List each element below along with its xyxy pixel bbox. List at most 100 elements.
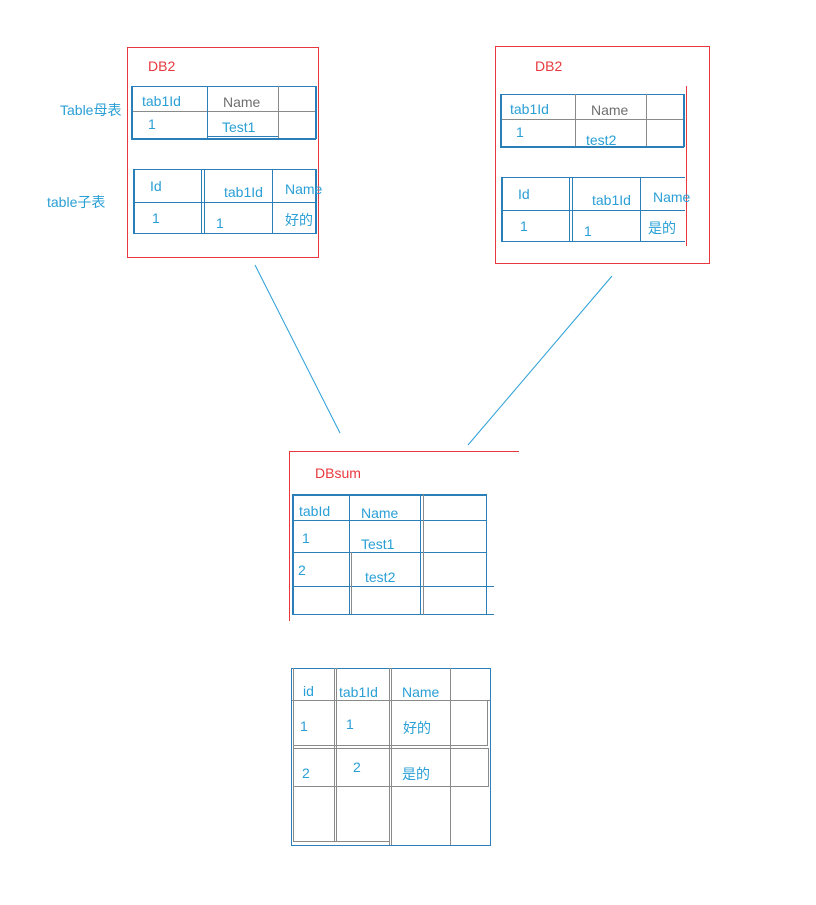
data-cell: test2	[586, 132, 617, 148]
header-cell: tab1Id	[339, 684, 378, 700]
grid-line	[351, 552, 352, 614]
grid-line	[201, 169, 202, 234]
grid-line	[131, 138, 316, 140]
header-cell: id	[303, 683, 314, 699]
data-cell: 是的	[648, 220, 676, 236]
left-db-container	[127, 47, 319, 258]
data-cell: 1	[148, 116, 156, 132]
header-cell: Name	[402, 684, 440, 700]
header-cell: tabId	[299, 503, 331, 519]
header-cell: Name	[223, 94, 261, 110]
data-cell: Test1	[361, 536, 395, 552]
grid-line	[315, 169, 317, 234]
grid-line	[133, 202, 316, 203]
grid-line	[131, 86, 316, 87]
grid-line	[207, 86, 208, 138]
grid-line	[133, 169, 316, 170]
grid-line	[278, 86, 279, 138]
data-cell: 2	[353, 759, 361, 775]
grid-line	[391, 668, 392, 845]
grid-line	[292, 520, 487, 521]
grid-line	[131, 86, 133, 139]
grid-line	[133, 169, 135, 234]
grid-line	[349, 494, 350, 615]
data-cell: 是的	[402, 766, 430, 782]
grid-line	[315, 86, 317, 139]
grid-line	[490, 668, 491, 846]
grid-line	[501, 241, 685, 242]
grid-line	[501, 210, 685, 211]
data-cell: 好的	[403, 720, 431, 736]
sum-db-left-border	[289, 451, 290, 621]
grid-line	[292, 614, 494, 615]
sum-db-title: DBsum	[315, 465, 361, 481]
header-cell: Id	[518, 186, 530, 202]
grid-line	[291, 668, 292, 846]
grid-line	[487, 700, 488, 746]
right-db-container	[495, 46, 710, 264]
grid-line	[334, 668, 335, 842]
left-connector-line	[254, 264, 341, 434]
header-cell: Name	[653, 189, 691, 205]
grid-line	[292, 552, 487, 553]
data-cell: 1	[216, 215, 224, 231]
grid-line	[500, 119, 684, 120]
header-cell: tab1Id	[510, 101, 549, 117]
grid-line	[204, 170, 205, 234]
grid-line	[500, 94, 684, 95]
data-cell: 1	[584, 223, 592, 239]
header-cell: Name	[285, 181, 323, 197]
grid-line	[500, 146, 684, 148]
header-cell: tab1Id	[224, 184, 263, 200]
data-cell: 1	[346, 716, 354, 732]
grid-line	[423, 494, 424, 615]
data-cell: 1	[152, 210, 160, 226]
data-cell: 1	[516, 124, 524, 140]
grid-line	[450, 668, 451, 845]
data-cell: 1	[302, 530, 310, 546]
right-db-title: DB2	[535, 58, 563, 74]
grid-line	[131, 111, 316, 112]
data-cell: Test1	[222, 119, 256, 135]
grid-line	[572, 178, 573, 242]
parent-table-label: Table母表	[60, 102, 122, 118]
grid-line	[575, 94, 576, 146]
grid-line	[292, 586, 494, 587]
grid-line	[500, 94, 502, 147]
header-cell: tab1Id	[142, 93, 181, 109]
grid-line	[208, 136, 278, 137]
data-cell: 2	[302, 765, 310, 781]
grid-line	[293, 668, 294, 842]
grid-line	[292, 494, 294, 615]
grid-line	[486, 494, 487, 615]
grid-line	[640, 177, 641, 242]
data-cell: 1	[300, 718, 308, 734]
data-cell: 好的	[285, 212, 313, 228]
header-cell: Id	[150, 178, 162, 194]
right-connector-line	[467, 275, 613, 446]
child-table-label: table子表	[47, 194, 106, 210]
grid-line	[291, 845, 491, 846]
grid-line	[488, 748, 489, 787]
data-cell: 2	[298, 562, 306, 578]
data-cell: test2	[365, 569, 396, 585]
grid-line	[501, 177, 685, 178]
right-db-inner-edge	[686, 86, 687, 246]
grid-line	[292, 494, 487, 496]
header-cell: Name	[361, 505, 399, 521]
sum-db-top-border	[289, 451, 519, 452]
header-cell: tab1Id	[592, 192, 631, 208]
grid-line	[293, 841, 390, 842]
header-cell: Name	[591, 102, 629, 118]
grid-line	[133, 233, 316, 234]
data-cell: 1	[520, 218, 528, 234]
grid-line	[336, 668, 337, 842]
grid-line	[389, 668, 390, 845]
left-db-title: DB2	[148, 58, 176, 74]
grid-line	[293, 745, 488, 746]
grid-line	[646, 94, 647, 146]
grid-line	[569, 177, 570, 242]
grid-line	[501, 177, 503, 242]
grid-line	[272, 169, 273, 234]
